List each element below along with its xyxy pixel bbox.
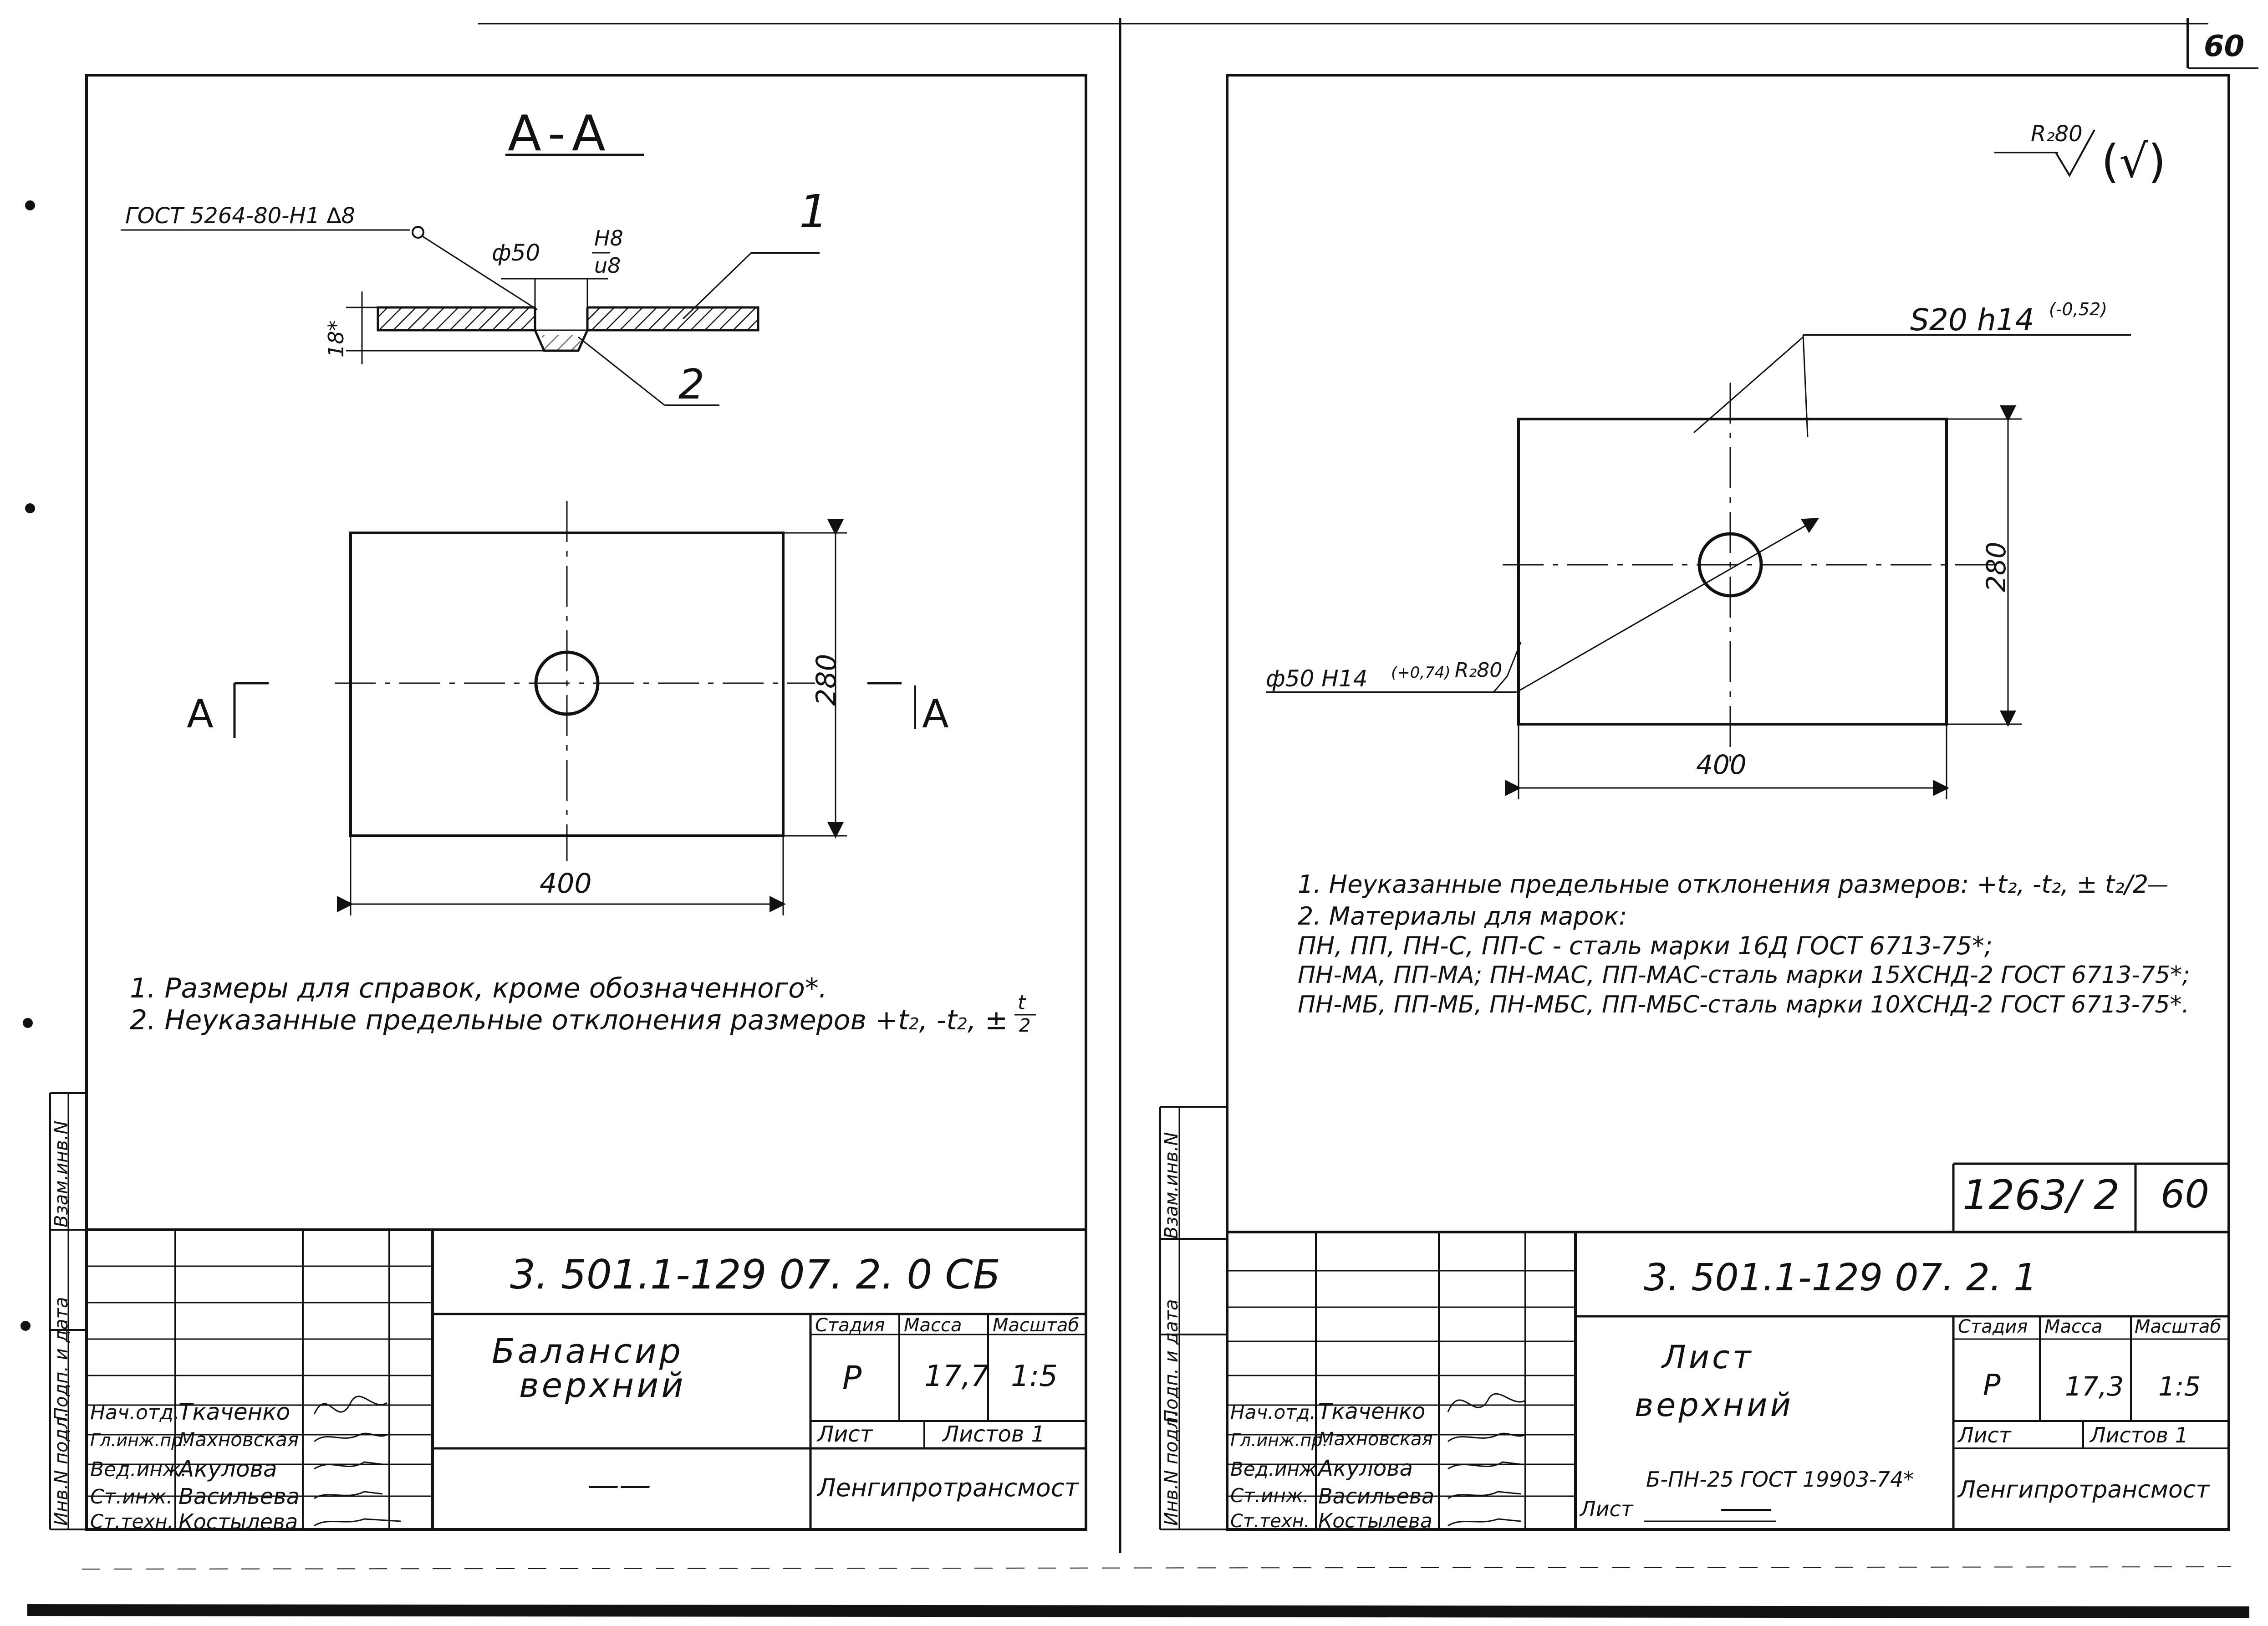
hole-label: ф50 Н14 — [1266, 665, 1368, 692]
position-1: 1 — [799, 185, 828, 238]
note-2-tail: , -t — [919, 1004, 957, 1036]
note-2-text: 2. Неуказанные предельные отклонения раз… — [130, 1004, 909, 1036]
person-4: Васильева — [178, 1484, 300, 1509]
section-title: А-А — [508, 105, 612, 162]
side-label-sign: Подп. и дата — [1161, 1299, 1182, 1423]
header-scale: Масштаб — [993, 1315, 1080, 1336]
sheet-label: Лист — [1958, 1423, 2011, 1447]
reference-number: 1263/ 2 — [1962, 1171, 2120, 1219]
position-2: 2 — [678, 361, 705, 409]
note-2-pm: , ± — [967, 1004, 1008, 1036]
side-label-inv: Инв.N подл. — [1161, 1411, 1182, 1526]
note-2: 2. Неуказанные предельные отклонения раз… — [130, 1007, 1008, 1034]
note-5: ПН-МБ, ПП-МБ, ПН-МБС, ПП-МБС-сталь марки… — [1298, 991, 2190, 1018]
thickness-label: S20 h14 — [1910, 302, 2034, 337]
note-3: ПН, ПП, ПН-С, ПП-С - сталь марки 16Д ГОС… — [1298, 931, 1993, 960]
role-5: Ст.техн. — [1230, 1511, 1310, 1532]
side-label-replace: Взам.инв.N — [51, 1120, 72, 1227]
note-2: 2. Материалы для марок: — [1298, 902, 1627, 931]
hole-roughness: R₂80 — [1455, 659, 1503, 682]
person-1: Ткаченко — [178, 1399, 291, 1425]
note-1: 1. Неуказанные предельные отклонения раз… — [1298, 870, 2149, 899]
note-4: ПН-МА, ПП-МА; ПН-МАС, ПП-МАС-сталь марки… — [1298, 961, 2190, 989]
role-1: Нач.отд. — [90, 1401, 180, 1424]
role-3: Вед.инж. — [90, 1458, 187, 1481]
role-3: Вед.инж. — [1230, 1458, 1323, 1480]
drawing-code: 3. 501.1-129 07. 2. 0 СБ — [510, 1251, 1001, 1298]
note-2-fraction-bottom: 2 — [1019, 1015, 1031, 1036]
header-mass: Масса — [904, 1315, 962, 1336]
mass-value: 17,7 — [924, 1360, 989, 1393]
header-mass: Масса — [2044, 1316, 2103, 1337]
person-5: Костылева — [178, 1509, 298, 1534]
part-name-line1: Балансир — [492, 1332, 683, 1371]
role-4: Ст.инж. — [90, 1485, 173, 1508]
person-4: Васильева — [1318, 1484, 1435, 1508]
side-label-replace: Взам.инв.N — [1161, 1132, 1182, 1239]
fit-lower: u8 — [594, 253, 621, 278]
side-label-inv: Инв.N подл. — [51, 1411, 72, 1526]
person-3: Акулова — [178, 1456, 277, 1482]
role-4: Ст.инж. — [1230, 1484, 1310, 1507]
note-2-sub: 2 — [908, 1015, 919, 1033]
dash-field: —— — [587, 1466, 651, 1503]
part-name-line2: верхний — [519, 1366, 686, 1405]
drawing-code: 3. 501.1-129 07. 2. 1 — [1644, 1256, 2038, 1299]
stage-value: Р — [1983, 1369, 2001, 1402]
sheets-label: Листов 1 — [943, 1421, 1045, 1447]
role-1: Нач.отд. — [1230, 1401, 1316, 1423]
note-1: 1. Размеры для справок, кроме обозначенн… — [130, 972, 827, 1004]
stage-value: Р — [842, 1359, 862, 1396]
scale-value: 1:5 — [2158, 1371, 2201, 1402]
role-2: Гл.инж.пр. — [1230, 1430, 1328, 1450]
role-2: Гл.инж.пр. — [90, 1430, 188, 1450]
note-2-fraction-top: t — [1018, 991, 1026, 1014]
note-2-sub2: 2 — [957, 1015, 968, 1033]
signatures — [313, 1393, 1526, 1527]
side-label-sign: Подп. и дата — [51, 1297, 72, 1421]
punch-hole — [23, 1018, 33, 1028]
part-name-line2: верхний — [1635, 1386, 1794, 1424]
width-dimension: 400 — [1696, 749, 1747, 780]
width-dimension: 400 — [540, 868, 592, 900]
part-name-line1: Лист — [1662, 1339, 1754, 1376]
cut-mark-left: А — [187, 691, 214, 737]
material: Б-ПН-25 ГОСТ 19903-74* — [1646, 1467, 1914, 1492]
organization: Ленгипротрансмост — [817, 1473, 1079, 1502]
punch-hole — [25, 200, 35, 210]
hole-tolerance: (+0,74) — [1391, 664, 1451, 682]
material-prefix: Лист — [1580, 1497, 1633, 1521]
person-2: Махновская — [178, 1428, 299, 1451]
thickness-tolerance: (-0,52) — [2049, 299, 2107, 319]
sheets-label: Листов 1 — [2090, 1423, 2188, 1447]
fit-upper: Н8 — [594, 226, 623, 251]
weld-note: ГОСТ 5264-80-Н1 ∆8 — [125, 203, 356, 229]
role-5: Ст.техн. — [90, 1510, 174, 1533]
height-dimension: 280 — [1981, 542, 2012, 592]
roughness-paren: (√) — [2101, 135, 2166, 188]
punch-hole — [25, 503, 35, 513]
page-number: 60 — [2204, 30, 2245, 63]
person-3: Акулова — [1318, 1456, 1413, 1481]
roughness-value: R₂80 — [2031, 121, 2083, 147]
thickness-dimension: 18* — [324, 320, 348, 358]
punch-hole — [20, 1321, 31, 1331]
person-1: Ткаченко — [1318, 1399, 1426, 1424]
header-stage: Стадия — [1958, 1316, 2028, 1337]
header-scale: Масштаб — [2135, 1316, 2222, 1337]
cut-mark-right: А — [922, 691, 949, 737]
mass-value: 17,3 — [2065, 1371, 2124, 1402]
scale-value: 1:5 — [1011, 1360, 1058, 1393]
header-stage: Стадия — [815, 1315, 885, 1336]
sheet-label: Лист — [817, 1421, 873, 1447]
person-2: Махновская — [1318, 1429, 1433, 1450]
reference-page: 60 — [2161, 1172, 2209, 1217]
person-5: Костылева — [1318, 1509, 1432, 1533]
organization: Ленгипротрансмост — [1958, 1476, 2210, 1503]
hole-dimension: ф50 — [492, 240, 540, 266]
height-dimension: 280 — [810, 654, 842, 706]
